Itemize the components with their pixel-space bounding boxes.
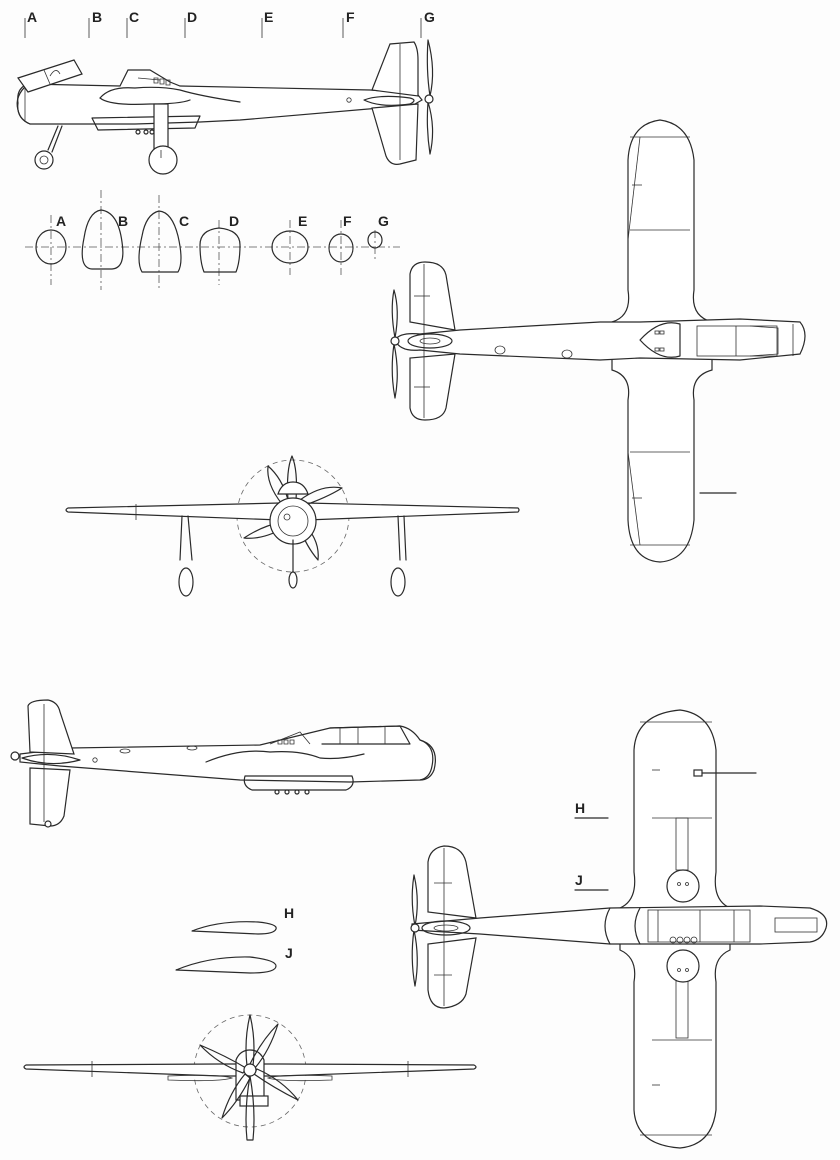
section-label-a: A [56,213,67,229]
section-label-d: D [229,213,240,229]
side-view-bottom [10,699,436,828]
station-label-d: D [187,9,198,25]
section-label-f: F [343,213,352,229]
planform-marker-h: H [575,800,586,816]
section-label-e: E [298,213,308,229]
station-label-b: B [92,9,103,25]
section-label-b: B [118,213,129,229]
gun-ports [669,936,698,944]
airfoil-j [175,956,277,974]
front-view-gear-up [23,1014,477,1141]
section-label-g: G [378,213,389,229]
station-ticks [24,18,422,38]
side-view-top [16,18,434,175]
plan-view-bottom [410,709,828,1149]
planform-marker-j: J [575,872,583,888]
cross-sections [25,190,400,290]
station-label-c: C [129,9,140,25]
airfoil-h [191,921,277,935]
section-label-c: C [179,213,190,229]
station-label-g: G [424,9,435,25]
airfoil-label-h: H [284,905,295,921]
plan-view-top [390,119,806,563]
airfoil-sections [175,921,277,974]
station-label-f: F [346,9,355,25]
front-view-gear-down [65,455,520,597]
station-label-a: A [27,9,38,25]
station-label-e: E [264,9,274,25]
airfoil-label-j: J [285,945,293,961]
